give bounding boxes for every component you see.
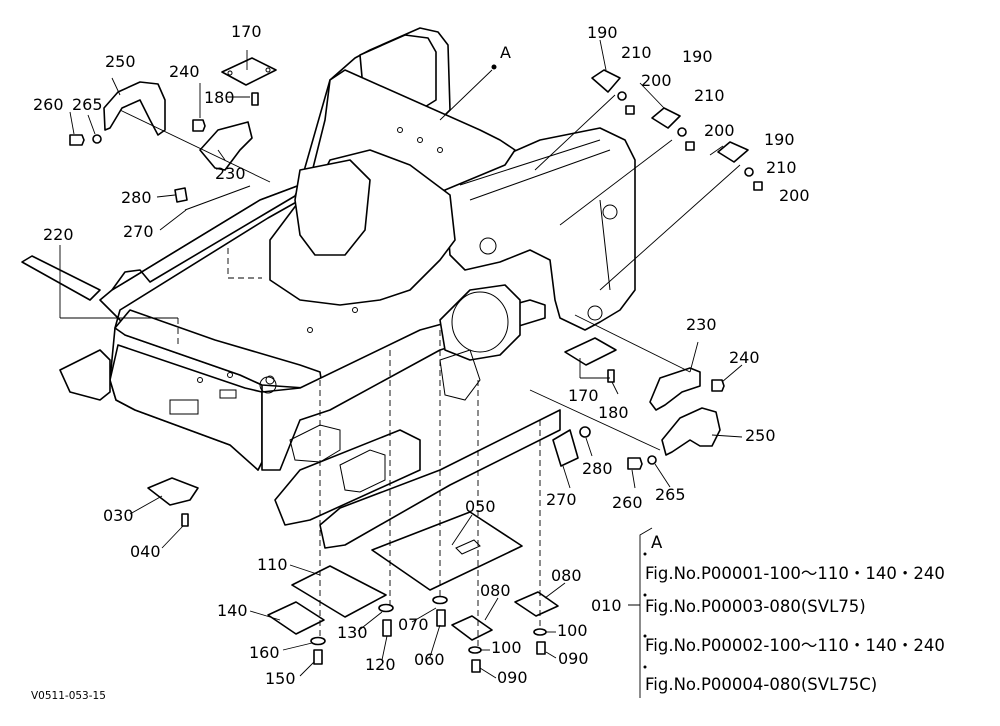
cover-230-right: [649, 367, 701, 411]
plate-050: [371, 511, 523, 591]
plate-140: [267, 601, 325, 635]
reference-note-marker: A: [651, 533, 663, 552]
callout-110: 110: [257, 555, 288, 574]
callout-200-a: 200: [641, 71, 672, 90]
reference-note-line-1: Fig.No.P00001-100～110・140・240: [645, 564, 945, 583]
frame-holes: [169, 127, 618, 415]
callout-230-right: 230: [686, 315, 717, 334]
callout-030: 030: [103, 506, 134, 525]
plate-270-right: [552, 429, 579, 467]
cover-230-left: [199, 121, 253, 171]
guard-250-left: [103, 81, 166, 136]
callout-180-mid: 180: [598, 403, 629, 422]
plate-080-a: [451, 615, 493, 641]
callout-190-b: 190: [682, 47, 713, 66]
callout-250-right: 250: [745, 426, 776, 445]
reference-note-line-2: Fig.No.P00003-080(SVL75): [645, 597, 866, 616]
callout-230-left: 230: [215, 164, 246, 183]
callout-080-b: 080: [551, 566, 582, 585]
callout-210-a: 210: [621, 43, 652, 62]
callout-170-top: 170: [231, 22, 262, 41]
reference-bracket: [628, 527, 653, 698]
view-marker-a: A: [500, 43, 511, 62]
callout-265-left: 265: [72, 95, 103, 114]
callout-200-c: 200: [779, 186, 810, 205]
callout-210-c: 210: [766, 158, 797, 177]
callout-070: 070: [398, 615, 429, 634]
callout-170-mid: 170: [568, 386, 599, 405]
callout-140: 140: [217, 601, 248, 620]
callout-270-right: 270: [546, 490, 577, 509]
callout-150: 150: [265, 669, 296, 688]
plate-170-top: [221, 57, 277, 86]
parts: [21, 57, 763, 673]
callout-130: 130: [337, 623, 368, 642]
callout-270-left: 270: [123, 222, 154, 241]
plate-170-mid: [564, 337, 617, 366]
callout-220: 220: [43, 225, 74, 244]
callout-180-top: 180: [204, 88, 235, 107]
plate-190-c: [717, 141, 749, 163]
callout-250-left: 250: [105, 52, 136, 71]
reference-note-line-3: Fig.No.P00002-100～110・140・240: [645, 636, 945, 655]
callout-160: 160: [249, 643, 280, 662]
callout-040: 040: [130, 542, 161, 561]
reference-note-line-4: Fig.No.P00004-080(SVL75C): [645, 675, 877, 694]
callout-120: 120: [365, 655, 396, 674]
plate-190-a: [591, 69, 621, 93]
callout-080-a: 080: [480, 581, 511, 600]
callout-260-left: 260: [33, 95, 64, 114]
callout-090-a: 090: [497, 668, 528, 687]
dashed-lines: [177, 248, 541, 648]
reference-note: A Fig.No.P00001-100～110・140・240 Fig.No.P…: [645, 533, 945, 694]
bracket-030: [147, 477, 199, 506]
callout-240-left: 240: [169, 62, 200, 81]
callout-240-right: 240: [729, 348, 760, 367]
callout-280-left: 280: [121, 188, 152, 207]
callout-265-right: 265: [655, 485, 686, 504]
callout-280-right: 280: [582, 459, 613, 478]
drawing-code: V0511-053-15: [31, 690, 106, 702]
guard-250-right: [661, 407, 721, 456]
callout-260-right: 260: [612, 493, 643, 512]
leader-lines: [59, 39, 743, 679]
strip-220: [21, 255, 101, 301]
callout-190-c: 190: [764, 130, 795, 149]
plate-080-b: [514, 591, 559, 617]
plate-110: [291, 565, 387, 618]
callout-050: 050: [465, 497, 496, 516]
callout-100-a: 100: [491, 638, 522, 657]
callout-labels: A 170 180 190 210 200 190 210 200 190 21…: [33, 22, 810, 688]
plate-190-b: [651, 107, 681, 129]
callout-060: 060: [414, 650, 445, 669]
callout-010: 010: [591, 596, 622, 615]
main-frame: [59, 27, 636, 549]
callout-190-a: 190: [587, 23, 618, 42]
callout-100-b: 100: [557, 621, 588, 640]
callout-090-b: 090: [558, 649, 589, 668]
callout-200-b: 200: [704, 121, 735, 140]
callout-210-b: 210: [694, 86, 725, 105]
